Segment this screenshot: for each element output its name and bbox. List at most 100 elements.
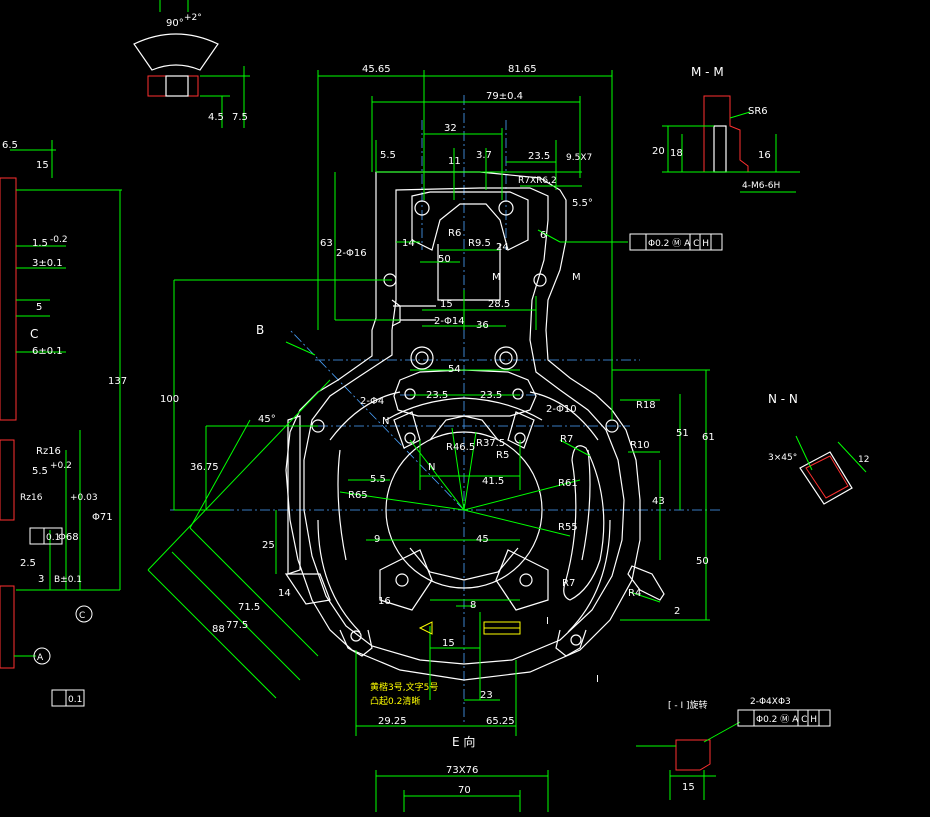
ls-dim-15: 15 [36, 160, 49, 171]
dim-9-5x7: 9.5X7 [566, 153, 592, 163]
e-view-label: E 向 [452, 734, 475, 749]
dim-r7c: R7 [562, 578, 575, 589]
dim-23-5: 23.5 [528, 151, 550, 162]
dim-24: 24 [496, 242, 509, 253]
dim-45: 45 [476, 534, 489, 545]
dim-2phi14: 2-Φ14 [434, 316, 465, 327]
dim-r9-5: R9.5 [468, 238, 491, 249]
dim-9: 9 [374, 534, 380, 545]
tol-bottom-holes: 2-Φ4XΦ3 [750, 697, 791, 707]
datum-a: A [37, 653, 44, 663]
tl-angle: 90° [166, 18, 184, 29]
dim-15: 15 [440, 299, 453, 310]
dim-70: 70 [458, 785, 471, 796]
dim-43: 43 [652, 496, 665, 507]
mm-title: M - M [691, 65, 724, 79]
bottom-right-texts: 15 [682, 782, 695, 793]
dim-5-5deg: 5.5° [572, 198, 593, 209]
ls-dim-3: 3±0.1 [32, 258, 63, 269]
dim-81-65: 81.65 [508, 64, 537, 75]
dim-14b: 14 [278, 588, 291, 599]
ls-rz16b: Rz16 [20, 493, 43, 503]
dim-51: 51 [676, 428, 689, 439]
label-c: C [30, 327, 38, 341]
ls-dim-3b: 3 [38, 574, 44, 585]
mm-dim-16: 16 [758, 150, 771, 161]
dim-45-65: 45.65 [362, 64, 391, 75]
tolerance-texts: Φ0.2 Ⓜ A C H Φ0.2 Ⓜ A C H 2-Φ4XΦ3 0.1 0.… [46, 238, 817, 725]
nn-section [795, 435, 867, 505]
dim-25: 25 [262, 540, 275, 551]
dim-r18: R18 [636, 400, 656, 411]
dim-88: 88 [212, 624, 225, 635]
nn-detail-texts: 3×45° 12 [768, 453, 869, 465]
dim-5-5a: 5.5 [380, 150, 396, 161]
top-left-detail [133, 0, 250, 128]
tol-flatness-1: 0.1 [46, 533, 60, 543]
dim-r7xr6-2: R7XR6.2 [518, 176, 557, 186]
ls-dim-2-5: 2.5 [20, 558, 36, 569]
dimension-lines [147, 70, 710, 812]
notes-texts: 黄楷3号,文字5号 凸起0.2清晰 [370, 681, 438, 707]
section-n-label-1: N [382, 416, 389, 427]
ls-rz16a: Rz16 [36, 446, 61, 457]
dim-2phi10: 2-Φ10 [546, 404, 577, 415]
dim-79: 79±0.4 [486, 91, 523, 102]
mm-thread: 4-M6-6H [742, 181, 780, 191]
holes [311, 200, 619, 646]
dim-41-5: 41.5 [482, 476, 504, 487]
ls-dim-5-5: 5.5 [32, 466, 48, 477]
dim-15b: 15 [442, 638, 455, 649]
tolerance-boxes [29, 233, 831, 727]
dim-11: 11 [448, 156, 461, 167]
left-partial-view [0, 140, 122, 669]
ls-dim-phi68: Φ68 [58, 532, 79, 543]
section-labels: M - M N - N E 向 B N N M M I I [ - I ]旋转 … [30, 65, 798, 749]
ls-dim-phi71: Φ71 [92, 512, 113, 523]
dim-28-5: 28.5 [488, 299, 510, 310]
radius-leaders [339, 427, 581, 537]
dim-2phi16: 2-Φ16 [336, 248, 367, 259]
dim-r46-5: R46.5 [446, 442, 475, 453]
dim-77-5: 77.5 [226, 620, 248, 631]
dim-32: 32 [444, 123, 457, 134]
dim-r4: R4 [628, 588, 641, 599]
ls-dim-137: 137 [108, 376, 127, 387]
dim-36-75: 36.75 [190, 462, 219, 473]
dim-23: 23 [480, 690, 493, 701]
ls-dim-6-5: 6.5 [2, 140, 18, 151]
dim-r65: R65 [348, 490, 368, 501]
dim-23-5c: 23.5 [480, 390, 502, 401]
dim-61: 61 [702, 432, 715, 443]
dim-63: 63 [320, 238, 333, 249]
dim-6: 6 [540, 230, 546, 241]
ls-dim-phi68-tol: +0.03 [70, 493, 98, 503]
dim-8: 8 [470, 600, 476, 611]
tl-angle-tol: +2° [184, 13, 202, 23]
dim-73x76: 73X76 [446, 765, 478, 776]
yellow-note-2: 凸起0.2清晰 [370, 695, 420, 707]
datum-c: C [79, 611, 85, 621]
dim-54: 54 [448, 364, 461, 375]
main-dimension-texts: 45.65 81.65 79±0.4 32 11 3.7 23.5 9.5X7 … [160, 64, 715, 796]
i-rotate-label: [ - I ]旋转 [668, 699, 708, 711]
tl-dim-4-5: 4.5 [208, 112, 224, 123]
dim-14: 14 [402, 238, 415, 249]
br-dim-15: 15 [682, 782, 695, 793]
tol-main-position: Φ0.2 Ⓜ A C H [648, 238, 709, 249]
surface-symbols [418, 621, 521, 635]
section-m-label-left: M [492, 272, 501, 283]
dim-r55: R55 [558, 522, 578, 533]
nn-chamfer: 3×45° [768, 453, 797, 463]
dim-65-25: 65.25 [486, 716, 515, 727]
dim-r5: R5 [496, 450, 509, 461]
ls-dim-1-5: 1.5 [32, 238, 48, 249]
dim-r10: R10 [630, 440, 650, 451]
dim-50b: 50 [696, 556, 709, 567]
dim-50: 50 [438, 254, 451, 265]
dim-r6: R6 [448, 228, 461, 239]
ls-dim-5-5-tol: +0.2 [50, 461, 72, 471]
mm-detail-texts: SR6 20 18 16 4-M6-6H [652, 106, 780, 191]
dim-45deg: 45° [258, 414, 276, 425]
